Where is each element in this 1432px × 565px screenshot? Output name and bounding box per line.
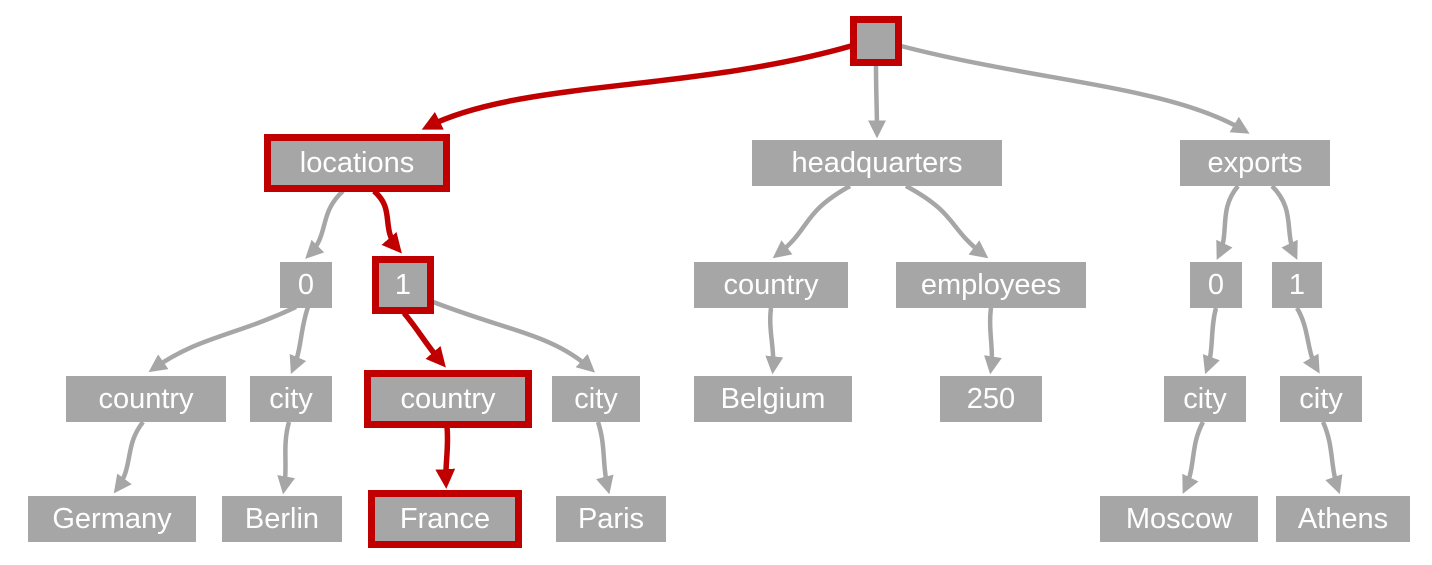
- node-locations-0-city: city: [250, 376, 332, 422]
- node-exports-0: 0: [1190, 262, 1242, 308]
- edge-locations-1: [372, 188, 402, 254]
- node-exports-1: 1: [1272, 262, 1322, 308]
- node-belgium: Belgium: [694, 376, 852, 422]
- node-paris: Paris: [556, 496, 666, 542]
- node-berlin: Berlin: [222, 496, 342, 542]
- edge-root-headquarters: [867, 65, 886, 139]
- edge-country-germany: [113, 420, 145, 494]
- node-headquarters-country: country: [694, 262, 848, 308]
- node-headquarters: headquarters: [752, 140, 1002, 186]
- node-exports-1-city: city: [1280, 376, 1362, 422]
- node-locations-0: 0: [280, 262, 332, 308]
- edge-hq-country-belgium: [765, 307, 784, 375]
- node-locations-1-country: country: [364, 370, 532, 428]
- node-root: [850, 16, 902, 66]
- node-germany: Germany: [28, 496, 196, 542]
- node-locations-1-city: city: [552, 376, 640, 422]
- edge-city-berlin: [277, 421, 296, 495]
- node-locations: locations: [264, 134, 450, 192]
- edge-city-paris: [595, 421, 614, 495]
- edge-exports-0-city: [1202, 307, 1220, 375]
- edge-locations-0: [305, 189, 345, 259]
- edge-root-locations: [421, 43, 852, 130]
- edge-headquarters-employees: [904, 184, 989, 259]
- node-athens: Athens: [1276, 496, 1410, 542]
- node-exports-0-city: city: [1164, 376, 1246, 422]
- edge-city-athens: [1320, 421, 1343, 495]
- edge-country-france: [435, 426, 456, 489]
- node-france: France: [368, 490, 522, 548]
- edge-exports-0: [1216, 184, 1240, 260]
- edge-1-country: [401, 311, 446, 368]
- edge-headquarters-country: [772, 184, 852, 259]
- node-moscow: Moscow: [1100, 496, 1258, 542]
- node-headquarters-employees: employees: [896, 262, 1086, 308]
- edge-root-exports: [900, 43, 1250, 134]
- node-locations-1: 1: [372, 256, 434, 314]
- node-locations-0-country: country: [66, 376, 226, 422]
- node-250: 250: [940, 376, 1042, 422]
- edge-locations-0-city: [289, 306, 311, 374]
- edge-exports-1-city: [1295, 306, 1320, 374]
- edge-city-moscow: [1182, 420, 1205, 494]
- edge-locations-0-country: [148, 304, 297, 373]
- edge-hq-employees-250: [984, 307, 1002, 375]
- edge-exports-1: [1270, 184, 1298, 260]
- node-exports: exports: [1180, 140, 1330, 186]
- edge-locations-1-city: [427, 297, 596, 373]
